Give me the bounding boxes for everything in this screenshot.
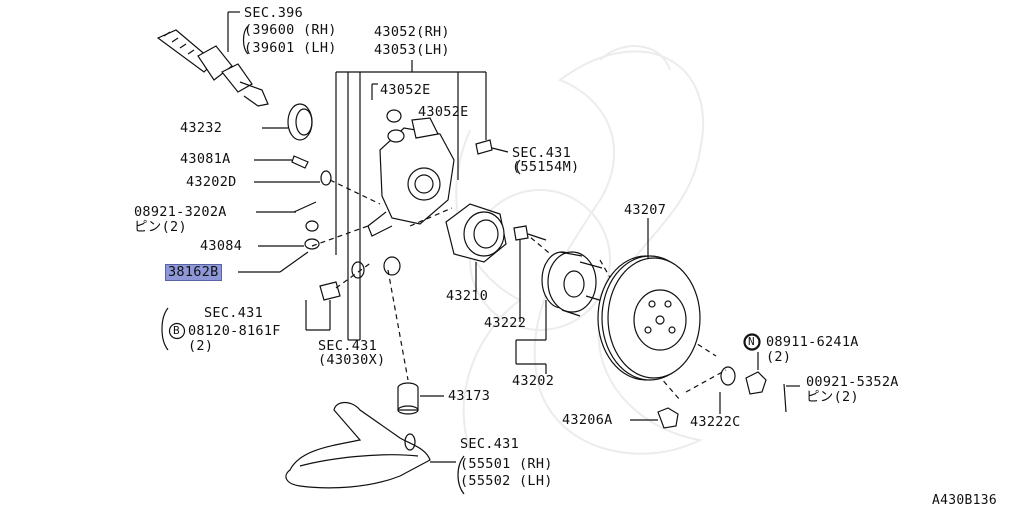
label-43202: 43202 bbox=[512, 373, 555, 389]
label-qty2-b: (2) bbox=[766, 349, 792, 365]
brake-disc-43207 bbox=[597, 218, 701, 381]
label-43206a: 43206A bbox=[562, 412, 613, 428]
label-pin2-b: ピン(2) bbox=[806, 389, 859, 405]
marker-b: B bbox=[173, 324, 180, 337]
marker-n: N bbox=[748, 335, 755, 348]
label-39600: (39600 (RH) bbox=[244, 22, 337, 38]
oil-seal-43232 bbox=[262, 103, 313, 141]
watermark bbox=[455, 45, 705, 455]
label-43207: 43207 bbox=[624, 202, 667, 218]
lock-nut bbox=[720, 333, 800, 413]
steering-knuckle bbox=[367, 109, 455, 276]
lower-arm bbox=[285, 401, 456, 489]
label-55502: (55502 (LH) bbox=[460, 473, 553, 489]
label-sec431-a: SEC.431 bbox=[512, 145, 571, 161]
label-55154m: (55154M) bbox=[512, 159, 580, 175]
knuckle-bracket bbox=[335, 60, 487, 262]
label-43222c: 43222C bbox=[690, 414, 741, 430]
label-sec396: SEC.396 bbox=[244, 5, 303, 21]
hub-bearing-43210 bbox=[445, 203, 507, 292]
label-sec431-d: SEC.431 bbox=[460, 436, 519, 452]
label-43232: 43232 bbox=[180, 120, 223, 136]
figure-code: A430B136 bbox=[932, 493, 998, 508]
label-43052e-lower: 43052E bbox=[418, 104, 469, 120]
label-39601: (39601 (LH) bbox=[244, 40, 337, 56]
label-43030x: (43030X) bbox=[318, 352, 386, 368]
label-55501: (55501 (RH) bbox=[460, 456, 553, 472]
group-brackets bbox=[161, 25, 521, 495]
leader-lines bbox=[347, 260, 361, 341]
label-43052e-upper: 43052E bbox=[380, 82, 431, 98]
marker-n-circle bbox=[744, 334, 760, 350]
label-38162b-highlighted[interactable]: 38162B bbox=[165, 264, 222, 281]
label-08120: 08120-8161F bbox=[188, 323, 281, 339]
bushing-43173 bbox=[397, 382, 444, 415]
label-43081a: 43081A bbox=[180, 151, 231, 167]
label-43052rh: 43052(RH) bbox=[374, 24, 450, 40]
label-sec431-b: SEC.431 bbox=[204, 305, 263, 321]
circle-markers bbox=[168, 322, 186, 340]
label-sec431-c: SEC.431 bbox=[318, 338, 377, 354]
label-qty2-a: (2) bbox=[188, 338, 214, 354]
wheel-hub-43202 bbox=[515, 251, 607, 374]
label-43173: 43173 bbox=[448, 388, 491, 404]
label-43053lh: 43053(LH) bbox=[374, 42, 450, 58]
small-fasteners bbox=[238, 139, 509, 331]
label-43222: 43222 bbox=[484, 315, 527, 331]
label-43210: 43210 bbox=[446, 288, 489, 304]
label-43084: 43084 bbox=[200, 238, 243, 254]
label-08911: 08911-6241A bbox=[766, 334, 859, 350]
drive-shaft bbox=[156, 11, 269, 107]
label-pin2-a: ピン(2) bbox=[134, 219, 187, 235]
nut-cap-43206a bbox=[630, 392, 721, 429]
label-00921: 00921-5352A bbox=[806, 374, 899, 390]
label-43202d: 43202D bbox=[186, 174, 237, 190]
label-08921: 08921-3202A bbox=[134, 204, 227, 220]
hub-bolt bbox=[513, 225, 547, 322]
